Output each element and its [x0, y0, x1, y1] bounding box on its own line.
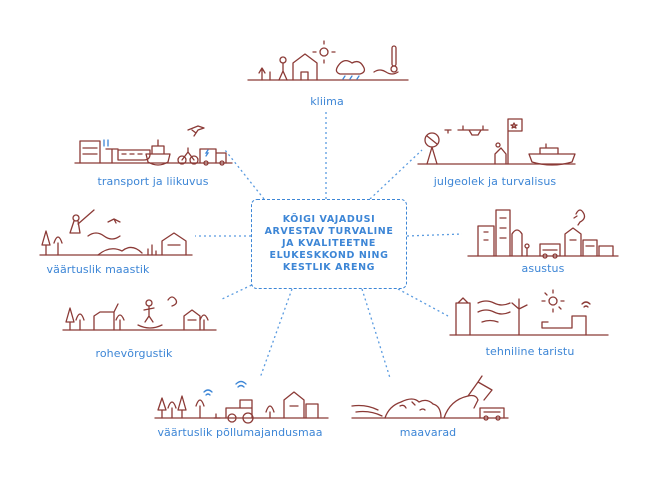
mineral-resources-illustration	[351, 375, 509, 421]
settlement-illustration	[467, 209, 619, 259]
connector-julgeolek	[369, 149, 423, 200]
label-maavarad: maavarad	[399, 426, 457, 439]
connector-asustus	[406, 233, 463, 237]
label-vaartuslik-maastik: väärtuslik maastik	[46, 263, 150, 276]
connector-rohevorgustik	[219, 282, 257, 301]
connector-tehniline	[397, 288, 449, 317]
central-goal-box: KÕIGI VAJADUSI ARVESTAV TURVALINE JA KVA…	[251, 199, 407, 289]
label-asustus: asustus	[521, 262, 565, 275]
green-network-illustration	[62, 296, 217, 331]
label-pollumajandusmaa: väärtuslik põllumajandusmaa	[157, 426, 323, 439]
label-kliima: kliima	[310, 95, 344, 108]
central-goal-line: KESTLIK ARENG	[282, 262, 376, 273]
central-goal-line: JA KVALITEETNE	[282, 238, 376, 249]
infrastructure-illustration	[449, 289, 609, 336]
transport-illustration	[74, 125, 233, 166]
valuable-landscape-illustration	[39, 209, 193, 256]
climate-illustration	[247, 40, 409, 81]
central-goal-line: KÕIGI VAJADUSI	[282, 214, 376, 225]
agricultural-land-illustration	[154, 380, 329, 424]
label-tehniline-taristu: tehniline taristu	[485, 345, 575, 358]
security-illustration	[417, 118, 576, 166]
label-transport: transport ja liikuvus	[97, 175, 209, 188]
central-goal-line: ELUKESKKOND NING	[269, 250, 389, 261]
label-rohevorgustik: rohevõrgustik	[95, 347, 173, 360]
connector-transport	[224, 149, 265, 200]
central-goal-line: ARVESTAV TURVALINE	[264, 226, 394, 237]
label-julgeolek: julgeolek ja turvalisus	[433, 175, 557, 188]
connector-maavarad	[361, 288, 391, 379]
connector-pollumajandus	[259, 288, 293, 379]
